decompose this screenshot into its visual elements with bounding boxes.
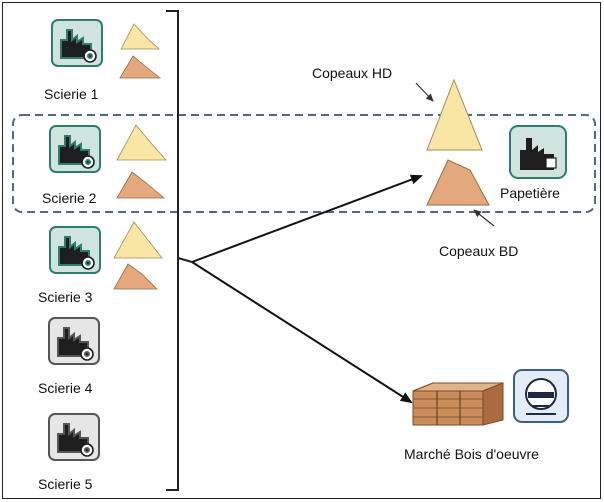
hd-chips-pile-icon — [426, 78, 483, 151]
sawmill-1-icon — [51, 19, 103, 67]
paper-mill-icon — [509, 125, 567, 179]
bd-pile-1-icon — [119, 55, 162, 79]
hd-pile-2-icon — [116, 124, 167, 161]
arrow-to-paper-mill — [191, 174, 423, 263]
sawmill-3-icon — [49, 226, 101, 274]
bd-chips-label: Copeaux BD — [439, 243, 519, 259]
hd-callout-pointer — [415, 82, 434, 102]
bracket-tip — [177, 257, 193, 263]
bd-pile-3-icon — [113, 263, 158, 290]
hd-pile-3-icon — [113, 221, 163, 259]
hd-pile-1-icon — [120, 23, 161, 50]
bd-chips-pile-icon — [426, 159, 490, 206]
sawmill-5-icon — [48, 413, 100, 461]
hd-chips-label: Copeaux HD — [312, 65, 393, 81]
sawmill-4-icon — [48, 317, 100, 365]
sawmill-5-label: Scierie 5 — [38, 476, 93, 492]
bd-callout-pointer — [473, 209, 495, 227]
lumber-market-label: Marché Bois d'oeuvre — [404, 446, 539, 462]
sawblade-icon — [513, 369, 569, 423]
sawmill-4-label: Scierie 4 — [38, 380, 93, 396]
arrow-to-lumber-market — [191, 261, 413, 404]
paper-mill-label: Papetière — [500, 185, 560, 201]
sawmill-3-label: Scierie 3 — [38, 289, 93, 305]
sawmill-group-bracket — [166, 10, 179, 491]
sawmill-1-label: Scierie 1 — [44, 86, 99, 102]
lumber-stack-icon — [412, 382, 504, 426]
sawmill-2-label: Scierie 2 — [42, 190, 97, 206]
bd-pile-2-icon — [116, 171, 166, 199]
dashed-group-box — [12, 114, 596, 213]
sawmill-2-icon — [49, 125, 101, 173]
